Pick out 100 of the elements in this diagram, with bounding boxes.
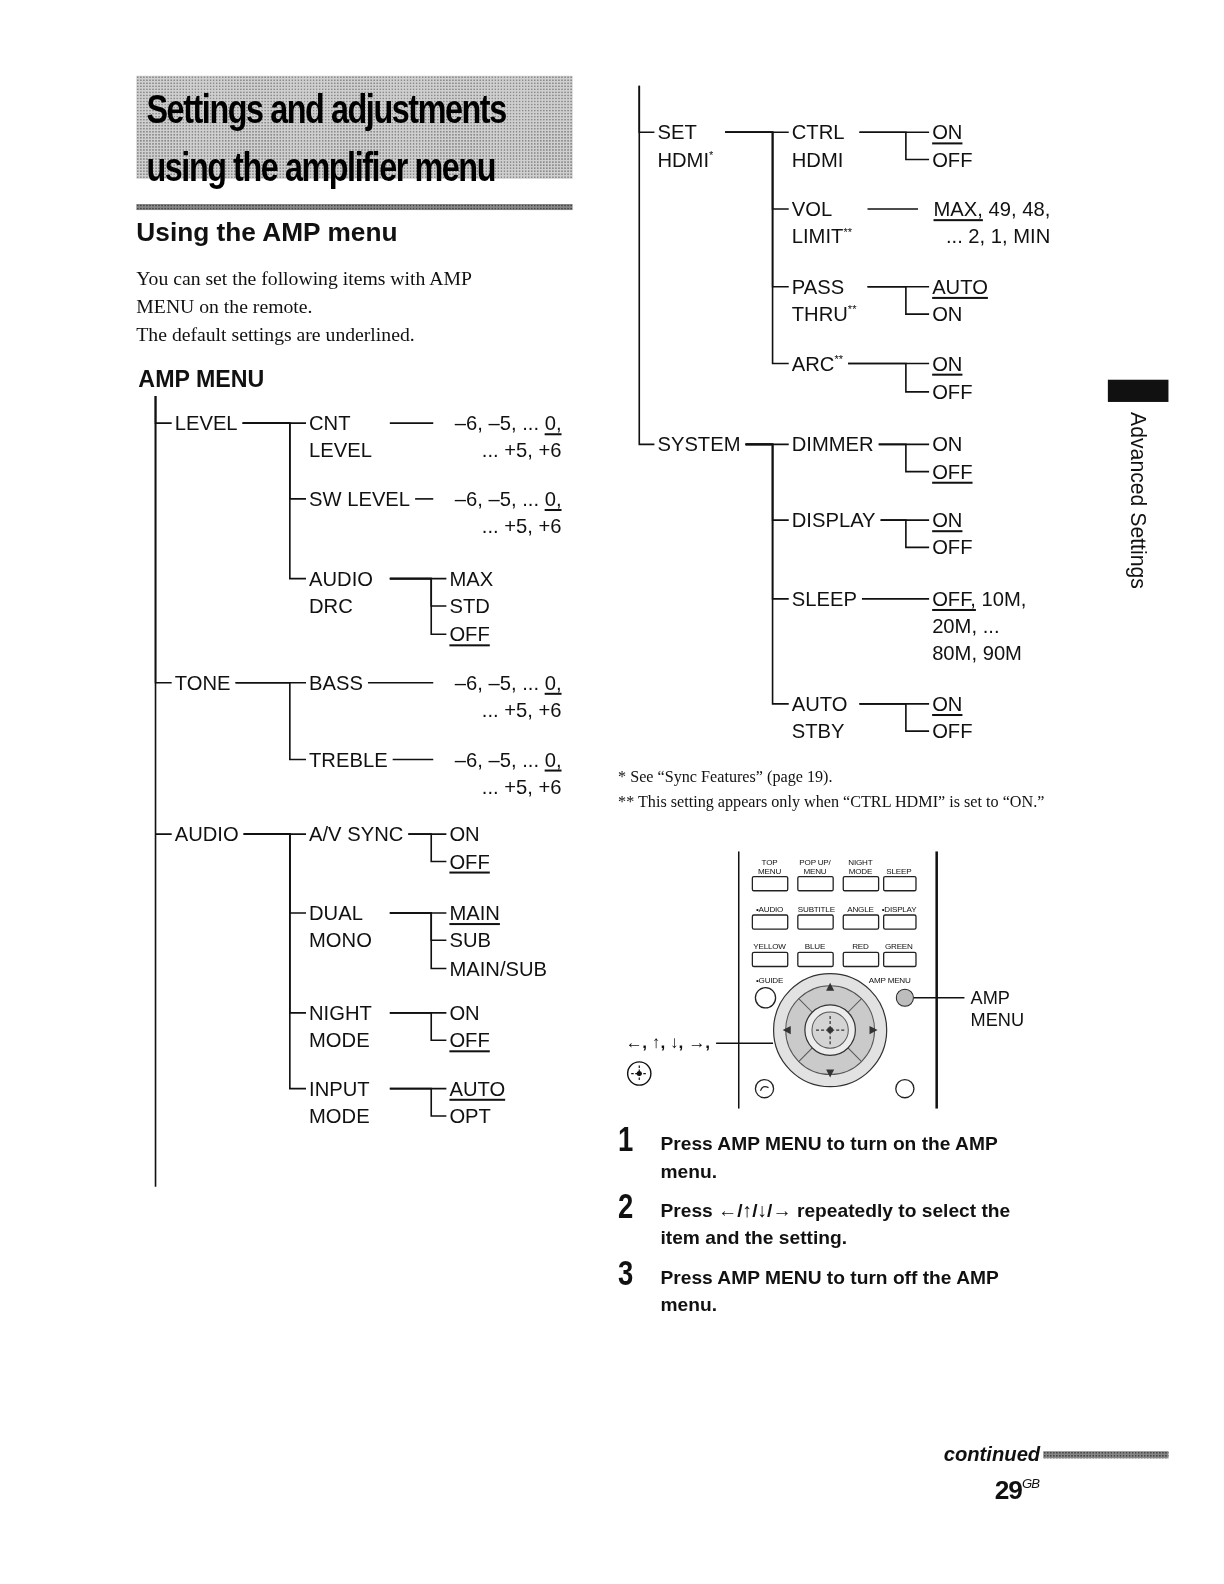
setting-option: OFF xyxy=(449,1026,490,1054)
setting-option: AUTO xyxy=(449,1075,506,1103)
button-label: SLEEP xyxy=(885,867,913,876)
button-label: •DISPLAY xyxy=(881,905,916,914)
tree-line xyxy=(861,598,930,600)
step-number: 3 xyxy=(618,1254,634,1291)
setting-option: ON xyxy=(932,300,963,328)
menu-item: DUAL MONO xyxy=(309,899,385,954)
menu-item: A/V SYNC xyxy=(309,820,404,848)
tree-line xyxy=(389,1087,448,1117)
menu-item: ARC$^{**}$ xyxy=(791,349,844,378)
leader-line xyxy=(715,1042,774,1045)
menu-item: INPUT MODE xyxy=(309,1075,385,1130)
button-label: RED xyxy=(851,943,870,952)
menu-item: BASS xyxy=(309,669,363,697)
setting-option: OFF xyxy=(932,145,973,174)
menu-item: DISPLAY xyxy=(791,506,876,534)
menu-item: AUTO STBY xyxy=(791,690,855,745)
menu-item: CTRL HDMI xyxy=(791,118,855,174)
menu-item: TREBLE xyxy=(309,745,388,774)
setting-option: OPT xyxy=(449,1102,491,1130)
menu-item: VOL LIMIT$^{**}$ xyxy=(791,195,863,250)
setting-option: ON xyxy=(932,118,963,146)
button-label: TOP MENU xyxy=(757,859,783,876)
tree-line xyxy=(389,422,435,424)
setting-option: OFF xyxy=(932,378,973,406)
setting-option: ON xyxy=(932,690,963,718)
setting-option: OFF xyxy=(449,847,490,876)
callout-label: ←, ↑, ↓, →, xyxy=(625,1031,710,1056)
button-label: •GUIDE xyxy=(755,976,784,985)
callout-label: AMP MENU xyxy=(970,986,1034,1032)
setting-range: –6, –5, ... 0, ... +5, +6 xyxy=(436,669,562,724)
setting-range: MAX, 49, 48, ... 2, 1, MIN xyxy=(921,195,1051,250)
menu-item: NIGHT MODE xyxy=(309,999,385,1054)
tree-line xyxy=(391,758,435,761)
page-number: 29$^{GB}$ xyxy=(994,1474,1039,1506)
button-label: •AUDIO xyxy=(754,905,785,914)
menu-item: AUDIO xyxy=(174,820,239,848)
step-text: Press ←/↑/↓/→ repeatedly to select the item and the setting. xyxy=(660,1198,1012,1251)
menu-item: PASS THRU$^{**}$ xyxy=(791,273,863,328)
setting-option: AUTO xyxy=(932,273,988,301)
button-label: YELLOW xyxy=(752,943,787,952)
setting-option: OFF xyxy=(932,717,973,745)
button-label: GREEN xyxy=(883,943,914,952)
tree-line xyxy=(866,286,930,315)
setting-option: OFF xyxy=(449,620,490,648)
setting-range: –6, –5, ... 0, ... +5, +6 xyxy=(436,745,562,801)
menu-item: LEVEL xyxy=(174,409,238,437)
setting-range: –6, –5, ... 0, ... +5, +6 xyxy=(436,409,562,465)
continued-note: continued xyxy=(942,1443,1041,1467)
setting-option: ON xyxy=(449,820,480,848)
tree-line xyxy=(847,362,930,393)
tree-line xyxy=(234,681,307,761)
tree-line xyxy=(879,519,930,549)
step-text: Press AMP MENU to turn off the AMP menu. xyxy=(660,1265,1000,1317)
page-title: Settings and adjustments using the amplifier menu xyxy=(146,85,507,192)
tree-line xyxy=(241,422,307,580)
intro-text: You can set the following items with AMP MENU on the remote. xyxy=(136,266,473,320)
tree-line xyxy=(638,85,656,446)
step-number: 2 xyxy=(618,1187,634,1224)
setting-option: ON xyxy=(932,349,963,378)
menu-item: SET HDMI$^{*}$ xyxy=(657,118,721,174)
tree-line xyxy=(858,703,930,732)
tree-line xyxy=(744,443,790,705)
step-number: 1 xyxy=(618,1121,634,1158)
menu-item: SW LEVEL xyxy=(309,485,411,513)
tree-line xyxy=(242,833,307,1090)
tree-line xyxy=(877,443,930,473)
button-label: POP UP/ MENU xyxy=(798,859,832,876)
tree-line xyxy=(866,208,919,210)
menu-item: AUDIO DRC xyxy=(309,565,385,620)
setting-range: –6, –5, ... 0, ... +5, +6 xyxy=(436,485,562,540)
step-text: Press AMP MENU to turn on the AMP menu. xyxy=(660,1132,999,1184)
amp-menu-button xyxy=(895,988,914,1007)
setting-option: MAIN/SUB xyxy=(449,954,548,983)
footnote: * See “Sync Features” (page 19). xyxy=(618,766,834,788)
setting-option: MAX xyxy=(449,565,494,593)
button-label: AMP MENU xyxy=(868,976,911,985)
leader-line xyxy=(913,996,966,999)
menu-item: TONE xyxy=(174,669,231,697)
intro-text: The default settings are underlined. xyxy=(136,323,415,348)
button-label: ANGLE xyxy=(846,905,875,914)
setting-option: OFF xyxy=(932,458,973,486)
tree-line xyxy=(154,395,173,1188)
setting-option: ON xyxy=(449,999,480,1027)
tree-line xyxy=(858,131,930,161)
setting-option: MAIN xyxy=(449,899,500,927)
menu-item: CNT LEVEL xyxy=(309,409,385,465)
button-label: BLUE xyxy=(803,943,827,952)
menu-item: SLEEP xyxy=(791,585,857,613)
tree-line xyxy=(407,833,448,863)
setting-option: ON xyxy=(932,430,963,458)
tree-line xyxy=(414,498,435,500)
setting-option: SUB xyxy=(449,926,491,954)
menu-heading: AMP MENU xyxy=(138,364,265,393)
menu-item: DIMMER xyxy=(791,430,874,458)
setting-range: OFF, 10M, 20M, ... 80M, 90M xyxy=(932,585,1036,668)
setting-option: STD xyxy=(449,592,490,620)
tree-line xyxy=(389,577,448,636)
tree-line xyxy=(389,1012,448,1041)
